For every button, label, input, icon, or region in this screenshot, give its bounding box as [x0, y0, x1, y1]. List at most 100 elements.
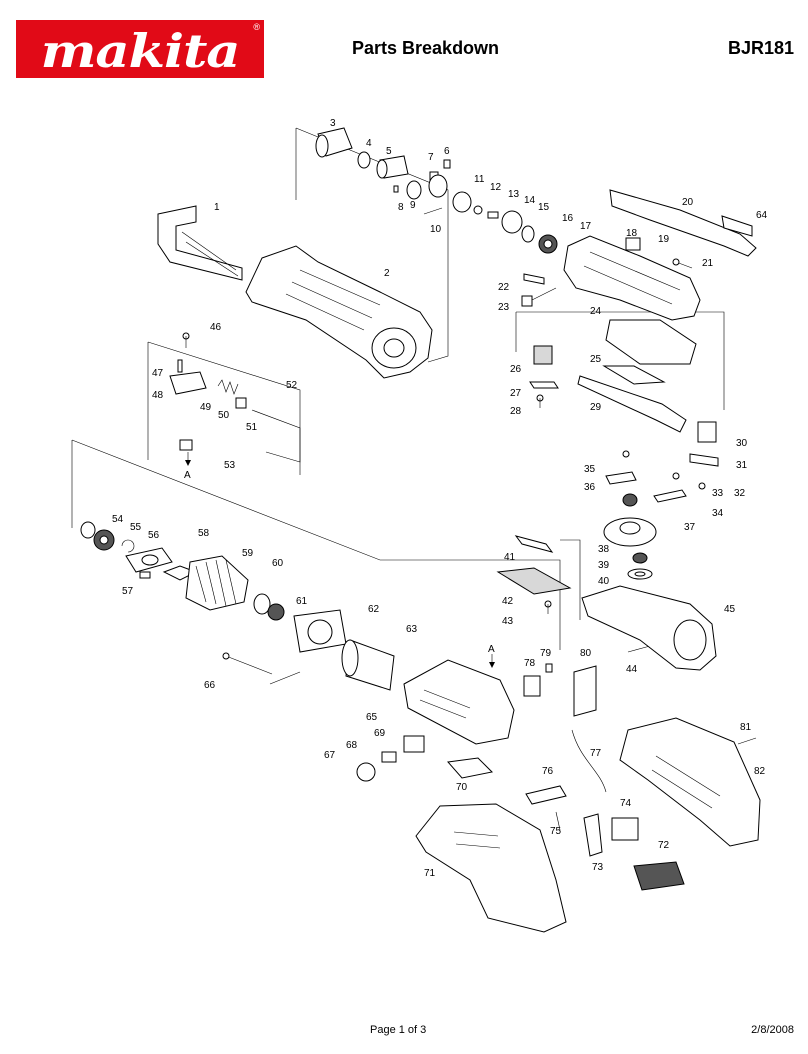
part-28-screw	[536, 394, 544, 408]
part-label-43: 43	[502, 616, 514, 627]
part-1-bracket	[157, 205, 243, 281]
part-label-56: 56	[148, 530, 160, 541]
part-label-39: 39	[598, 560, 610, 571]
part-4-ring	[357, 151, 371, 169]
part-label-79: 79	[540, 648, 552, 659]
part-72-battery-terminal	[633, 861, 685, 891]
part-label-4: 4	[366, 138, 372, 149]
part-label-5: 5	[386, 146, 392, 157]
part-label-36: 36	[584, 482, 596, 493]
logo-wordmark: makita	[40, 24, 241, 78]
part-label-59: 59	[242, 548, 254, 559]
part-47-pin	[177, 359, 183, 373]
part-label-63: 63	[406, 624, 418, 635]
part-22-clip	[523, 273, 545, 285]
part-label-42: 42	[502, 596, 514, 607]
part-label-11: 11	[474, 174, 485, 185]
part-label-28: 28	[510, 406, 522, 417]
part-82-handle-housing	[619, 717, 761, 847]
part-label-1: 1	[214, 202, 220, 213]
part-26-block	[533, 345, 553, 365]
part-label-55: 55	[130, 522, 142, 533]
part-label-66: 66	[204, 680, 216, 691]
part-62-fan-guide	[293, 609, 347, 653]
part-label-54: 54	[112, 514, 124, 525]
part-71-handle-housing	[415, 803, 567, 933]
part-label-32: 32	[734, 488, 746, 499]
part-label-30: 30	[736, 438, 748, 449]
part-2-housing-cover	[245, 245, 433, 379]
part-label-37: 37	[684, 522, 696, 533]
part-54-washer	[80, 521, 96, 539]
part-52-plate	[179, 439, 193, 451]
part-55-bearing	[93, 529, 115, 551]
part-label-80: 80	[580, 648, 592, 659]
part-75-pin	[555, 811, 561, 831]
part-label-7: 7	[428, 152, 434, 163]
part-44-screw	[627, 645, 651, 653]
part-60-commutator	[253, 593, 271, 615]
part-13-washer	[473, 205, 483, 215]
part-5-guide	[376, 155, 409, 179]
part-74-switch	[611, 817, 639, 841]
part-56-ring	[121, 539, 135, 553]
part-24-gasket	[605, 319, 697, 365]
part-76-lamp	[525, 785, 567, 805]
part-label-14: 14	[524, 195, 536, 206]
part-label-74: 74	[620, 798, 632, 809]
part-label-48: 48	[152, 390, 164, 401]
part-59-armature	[162, 555, 249, 611]
part-label-62: 62	[368, 604, 380, 615]
part-label-51: 51	[246, 422, 258, 433]
part-label-64: 64	[756, 210, 768, 221]
part-label-67: 67	[324, 750, 336, 761]
part-40-washer	[627, 568, 653, 580]
part-label-27: 27	[510, 388, 522, 399]
connector-arrow-a-2	[489, 654, 495, 668]
part-label-18: 18	[626, 228, 638, 239]
part-label-49: 49	[200, 402, 212, 413]
part-57-screw	[139, 571, 151, 579]
part-50-bushing	[235, 397, 247, 409]
part-label-61: 61	[296, 596, 308, 607]
part-36-plate	[605, 471, 637, 485]
part-label-75: 75	[550, 826, 562, 837]
part-14-spring	[487, 211, 499, 219]
connector-label-2: A	[488, 644, 495, 655]
part-12-cap	[452, 191, 472, 213]
part-65-motor-housing	[403, 659, 515, 745]
part-10-rod	[423, 207, 443, 215]
connector-label-1: A	[184, 470, 191, 481]
part-label-76: 76	[542, 766, 554, 777]
part-label-2: 2	[384, 268, 390, 279]
part-81-screw	[737, 737, 757, 745]
part-63-field	[341, 639, 395, 691]
part-label-15: 15	[538, 202, 550, 213]
part-29-shaft	[577, 375, 687, 433]
part-3-sleeve	[315, 127, 353, 158]
part-label-13: 13	[508, 189, 520, 200]
part-9-ring	[406, 180, 422, 200]
part-label-25: 25	[590, 354, 602, 365]
part-label-10: 10	[430, 224, 442, 235]
part-label-16: 16	[562, 213, 574, 224]
part-label-19: 19	[658, 234, 670, 245]
page-indicator: Page 1 of 3	[370, 1024, 427, 1036]
part-label-34: 34	[712, 508, 724, 519]
page-title: Parts Breakdown	[352, 38, 500, 58]
part-label-73: 73	[592, 862, 604, 873]
part-label-38: 38	[598, 544, 610, 555]
part-label-9: 9	[410, 200, 416, 211]
part-20-plate	[609, 189, 757, 257]
part-label-45: 45	[724, 604, 736, 615]
part-label-81: 81	[740, 722, 752, 733]
part-64-bracket	[721, 215, 753, 237]
part-6-pin	[443, 159, 451, 169]
part-45-gear-housing	[581, 585, 717, 671]
part-label-23: 23	[498, 302, 510, 313]
part-19-block	[625, 237, 641, 251]
part-label-35: 35	[584, 464, 596, 475]
part-15-sleeve	[501, 210, 523, 234]
part-label-71: 71	[424, 868, 436, 879]
part-66-bolt	[222, 652, 273, 675]
